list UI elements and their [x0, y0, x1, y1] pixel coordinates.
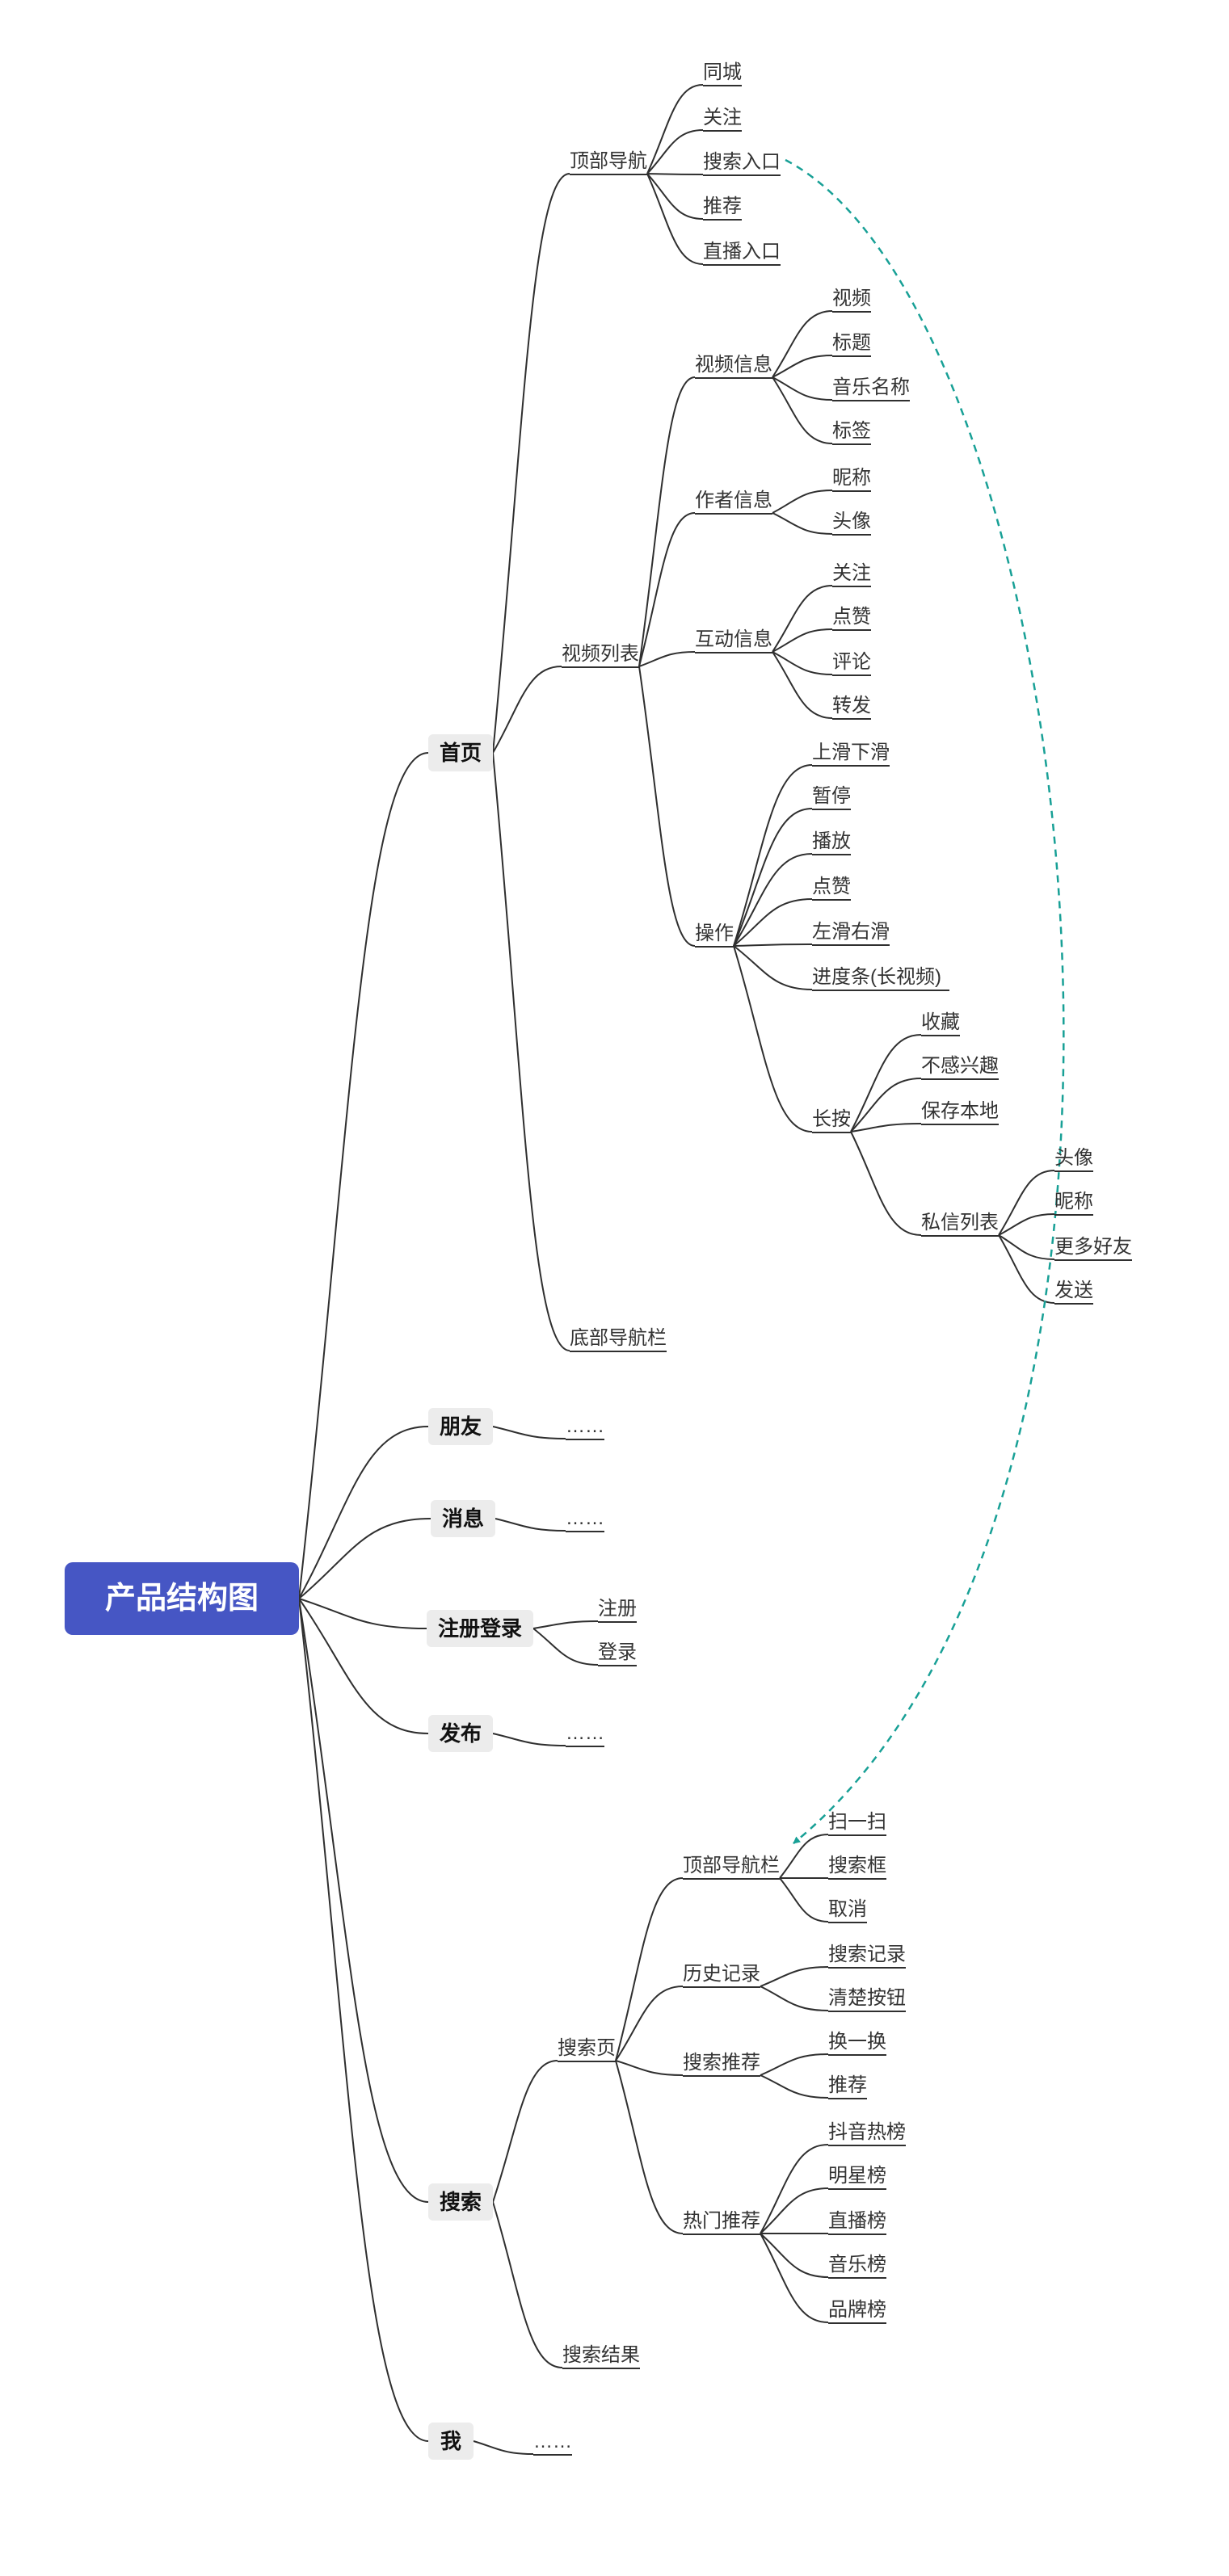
- node-action-like[interactable]: 点赞: [812, 875, 851, 901]
- node-search-records[interactable]: 搜索记录: [828, 1943, 906, 1969]
- node-star-rank[interactable]: 明星榜: [828, 2164, 886, 2190]
- node-shuffle[interactable]: 换一换: [828, 2030, 886, 2056]
- node-city[interactable]: 同城: [703, 61, 742, 86]
- node-swipe-left-right[interactable]: 左滑右滑: [812, 920, 890, 946]
- node-video-list[interactable]: 视频列表: [562, 642, 639, 668]
- node-search-page[interactable]: 搜索页: [558, 2036, 616, 2062]
- node-search-suggest[interactable]: 搜索推荐: [683, 2051, 760, 2077]
- node-long-press[interactable]: 长按: [812, 1107, 851, 1133]
- node-dm-avatar[interactable]: 头像: [1054, 1146, 1093, 1172]
- node-publish-more[interactable]: ……: [566, 1721, 604, 1747]
- node-title[interactable]: 标题: [832, 331, 871, 357]
- node-play[interactable]: 播放: [812, 830, 851, 855]
- node-me[interactable]: 我: [428, 2423, 474, 2460]
- node-hot-recommend[interactable]: 热门推荐: [683, 2209, 760, 2235]
- node-register[interactable]: 注册: [598, 1597, 637, 1623]
- node-login[interactable]: 登录: [598, 1641, 637, 1666]
- node-douyin-hot-rank[interactable]: 抖音热榜: [828, 2120, 906, 2146]
- node-messages[interactable]: 消息: [431, 1500, 495, 1537]
- node-swipe-up-down[interactable]: 上滑下滑: [812, 741, 890, 767]
- node-top-nav[interactable]: 顶部导航: [570, 149, 647, 175]
- node-author-info[interactable]: 作者信息: [695, 489, 772, 515]
- node-live-rank[interactable]: 直播榜: [828, 2209, 886, 2235]
- node-brand-rank[interactable]: 品牌榜: [828, 2298, 886, 2324]
- node-music-name[interactable]: 音乐名称: [832, 376, 910, 401]
- node-not-interested[interactable]: 不感兴趣: [921, 1054, 999, 1080]
- node-avatar[interactable]: 头像: [832, 510, 871, 536]
- node-nickname[interactable]: 昵称: [832, 466, 871, 492]
- node-search-results[interactable]: 搜索结果: [562, 2343, 640, 2369]
- node-me-more[interactable]: ……: [533, 2430, 572, 2456]
- node-search[interactable]: 搜索: [428, 2183, 493, 2221]
- node-register-login[interactable]: 注册登录: [427, 1610, 533, 1647]
- node-music-rank[interactable]: 音乐榜: [828, 2253, 886, 2279]
- search-entry-cross-link-arrow: [785, 158, 1065, 1844]
- node-favorite[interactable]: 收藏: [921, 1011, 960, 1036]
- node-tag[interactable]: 标签: [832, 419, 871, 445]
- node-messages-more[interactable]: ……: [566, 1507, 604, 1532]
- node-suggest-recommend[interactable]: 推荐: [828, 2074, 867, 2099]
- node-video[interactable]: 视频: [832, 287, 871, 313]
- node-interaction-info[interactable]: 互动信息: [695, 628, 772, 653]
- node-interaction-like[interactable]: 点赞: [832, 605, 871, 631]
- node-comment[interactable]: 评论: [832, 650, 871, 676]
- node-save-local[interactable]: 保存本地: [921, 1099, 999, 1125]
- node-scan[interactable]: 扫一扫: [828, 1810, 886, 1836]
- node-bottom-nav[interactable]: 底部导航栏: [570, 1326, 667, 1352]
- node-publish[interactable]: 发布: [428, 1715, 493, 1752]
- node-friends[interactable]: 朋友: [428, 1408, 493, 1445]
- node-home[interactable]: 首页: [428, 734, 493, 771]
- node-search-entry[interactable]: 搜索入口: [703, 150, 781, 176]
- node-more-friends[interactable]: 更多好友: [1054, 1235, 1132, 1261]
- root-node[interactable]: 产品结构图: [65, 1562, 299, 1635]
- node-cancel[interactable]: 取消: [828, 1897, 867, 1923]
- node-search-box[interactable]: 搜索框: [828, 1854, 886, 1880]
- tree-connectors: [298, 84, 1055, 2455]
- node-progress-bar[interactable]: 进度条(长视频): [812, 965, 949, 991]
- node-follow[interactable]: 关注: [703, 106, 742, 132]
- node-interaction-follow[interactable]: 关注: [832, 561, 871, 587]
- node-live-entry[interactable]: 直播入口: [703, 240, 781, 266]
- node-video-info[interactable]: 视频信息: [695, 353, 772, 379]
- node-search-top-nav[interactable]: 顶部导航栏: [683, 1854, 780, 1880]
- node-actions[interactable]: 操作: [695, 922, 734, 948]
- node-clear-button[interactable]: 清楚按钮: [828, 1986, 906, 2012]
- node-history[interactable]: 历史记录: [683, 1962, 760, 1988]
- node-send[interactable]: 发送: [1054, 1279, 1093, 1305]
- node-friends-more[interactable]: ……: [566, 1414, 604, 1440]
- node-pause[interactable]: 暂停: [812, 784, 851, 810]
- node-dm-nickname[interactable]: 昵称: [1054, 1190, 1093, 1216]
- node-forward[interactable]: 转发: [832, 694, 871, 720]
- node-dm-list[interactable]: 私信列表: [921, 1211, 999, 1237]
- node-recommend[interactable]: 推荐: [703, 195, 742, 221]
